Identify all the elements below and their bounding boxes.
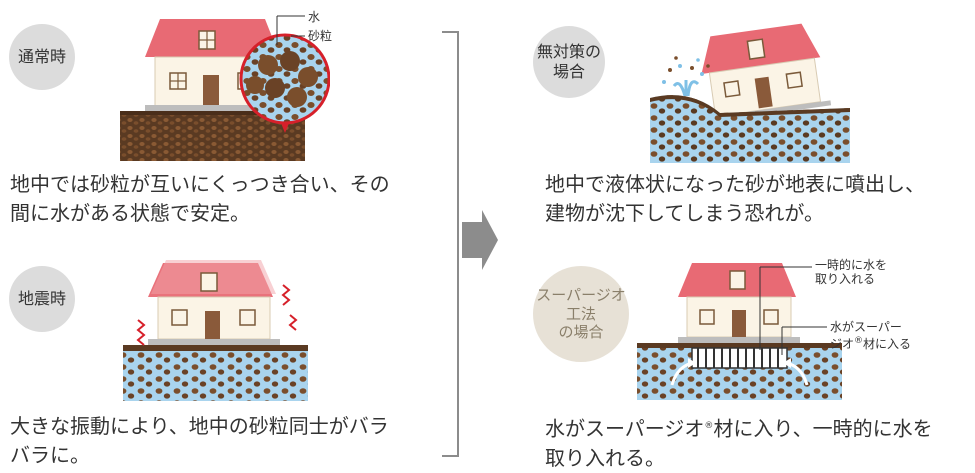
label-no-measures: 無対策の 場合 <box>533 26 605 98</box>
label-earthquake-text: 地震時 <box>17 289 66 308</box>
legend-water: 水 <box>308 10 321 24</box>
legend-sand: 砂粒 <box>308 29 333 43</box>
caption-normal: 地中では砂粒が互いにくっつき合い、その 間に水がある状態で安定。 <box>10 172 390 225</box>
caption-super-geo-part2: 材に入り、一時的に水を 取り入れる。 <box>545 416 933 470</box>
caption-super-geo-part1: 水がスーパージオ <box>545 416 705 441</box>
super-geo-illustration <box>637 263 842 400</box>
caption-earthquake: 大きな振動により、地中の砂粒同士がバラ バラに。 <box>10 414 389 467</box>
caption-registered-mark: ® <box>704 421 714 431</box>
callout-water-enters-part2: 材に入る <box>863 337 912 351</box>
no-measures-illustration <box>650 23 850 163</box>
caption-super-geo: 水がスーパージオ®材に入り、一時的に水を 取り入れる。 <box>545 412 970 473</box>
label-super-geo-text: スーパージオ工法 の場合 <box>536 285 626 342</box>
callout-take-in-water: 一時的に水を 取り入れる <box>815 258 888 286</box>
callout-water-enters-part1: 水がスーパー ジオ <box>830 320 902 351</box>
label-super-geo: スーパージオ工法 の場合 <box>533 266 629 362</box>
earthquake-illustration <box>123 260 308 401</box>
caption-no-measures: 地中で液体状になった砂が地表に噴出し、 建物が沈下してしまう恐れが。 <box>545 172 925 225</box>
transition-bracket <box>442 31 498 457</box>
callout-water-enters: 水がスーパー ジオ®材に入る <box>830 320 940 351</box>
callout-registered-mark: ® <box>854 336 864 346</box>
label-normal: 通常時 <box>9 24 75 90</box>
label-no-measures-text: 無対策の 場合 <box>536 42 601 81</box>
label-normal-text: 通常時 <box>17 47 66 66</box>
label-earthquake: 地震時 <box>9 266 75 332</box>
normal-illustration <box>120 15 330 161</box>
